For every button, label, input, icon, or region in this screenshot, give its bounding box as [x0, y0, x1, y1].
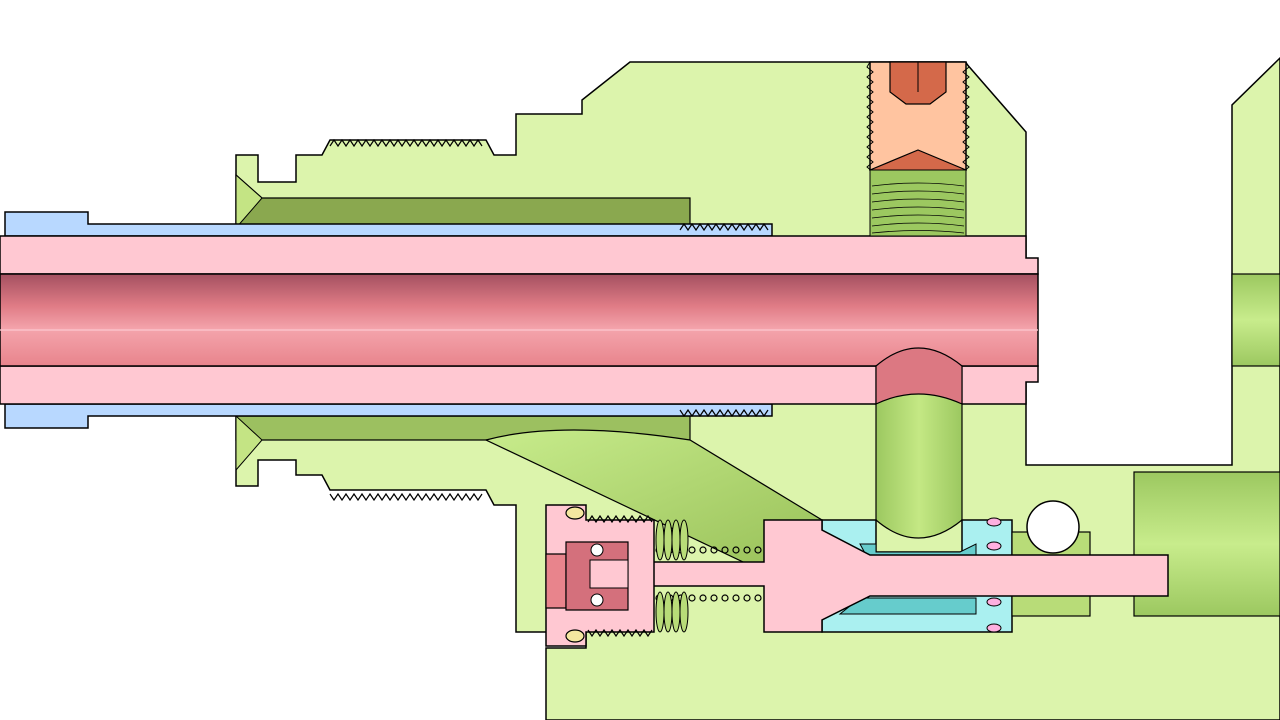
port-tip — [875, 347, 963, 405]
thread-insert — [655, 519, 689, 633]
seal-lower — [565, 629, 585, 643]
upper-nut — [4, 211, 773, 237]
nut-thread-upper — [679, 222, 769, 232]
oring-4 — [986, 623, 1002, 633]
poppet-cavity-inner — [838, 597, 977, 615]
body-thread-bottom — [329, 492, 483, 502]
valve-stem — [589, 519, 1169, 633]
screw-threaded-bore — [869, 169, 967, 237]
right-bore-stub — [1231, 273, 1280, 367]
oring-2 — [986, 541, 1002, 551]
central-bore — [0, 273, 1039, 367]
diagonal-passage — [484, 429, 823, 571]
nut-thread-lower — [679, 408, 769, 418]
seal-upper — [565, 506, 585, 520]
oring-3 — [986, 597, 1002, 607]
body-thread-top — [329, 138, 483, 148]
oring-1 — [986, 517, 1002, 527]
central-tube — [0, 235, 1039, 275]
plug-bore — [545, 553, 567, 609]
check-ball — [1026, 500, 1080, 554]
